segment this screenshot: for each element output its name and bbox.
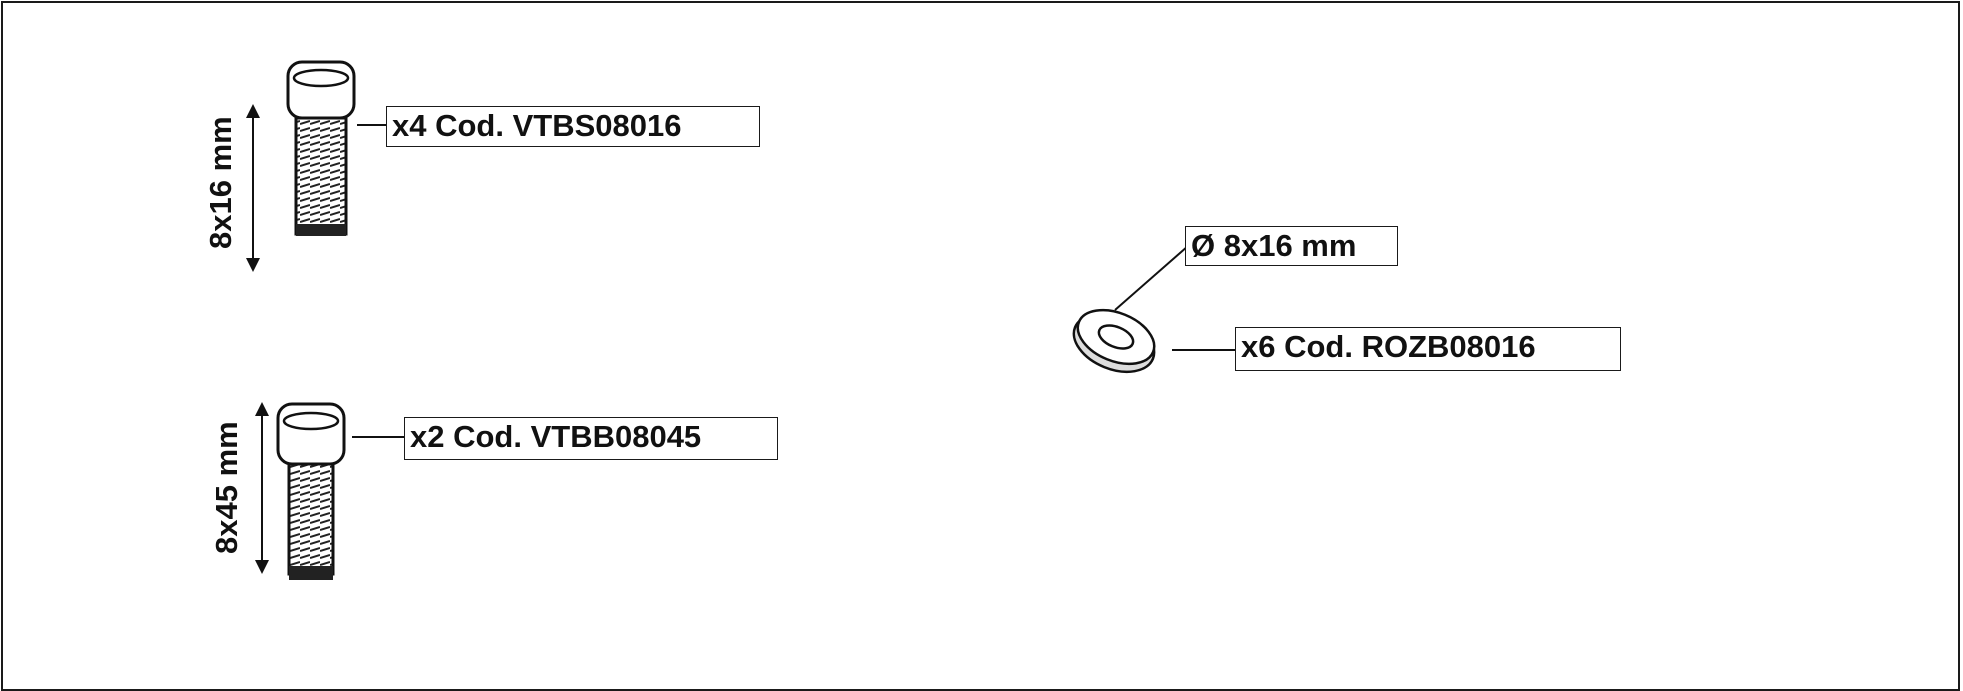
dimension-label-short-screw: 8x16 mm	[203, 116, 238, 249]
dimension-label-long-screw: 8x45 mm	[209, 421, 244, 554]
part-code-label-short-screw: x4 Cod. VTBS08016	[386, 106, 760, 147]
screw-short-icon	[286, 60, 356, 236]
part-code-label-washer: x6 Cod. ROZB08016	[1235, 327, 1621, 371]
leader-line-washer-dimension	[1114, 245, 1189, 311]
dimension-arrow-long	[255, 402, 269, 574]
part-code-label-long-screw: x2 Cod. VTBB08045	[404, 417, 778, 460]
screw-long-icon	[276, 402, 346, 580]
washer-icon	[1072, 308, 1156, 374]
washer-dimension-label: Ø 8x16 mm	[1185, 226, 1398, 266]
dimension-arrow-short	[246, 104, 260, 272]
